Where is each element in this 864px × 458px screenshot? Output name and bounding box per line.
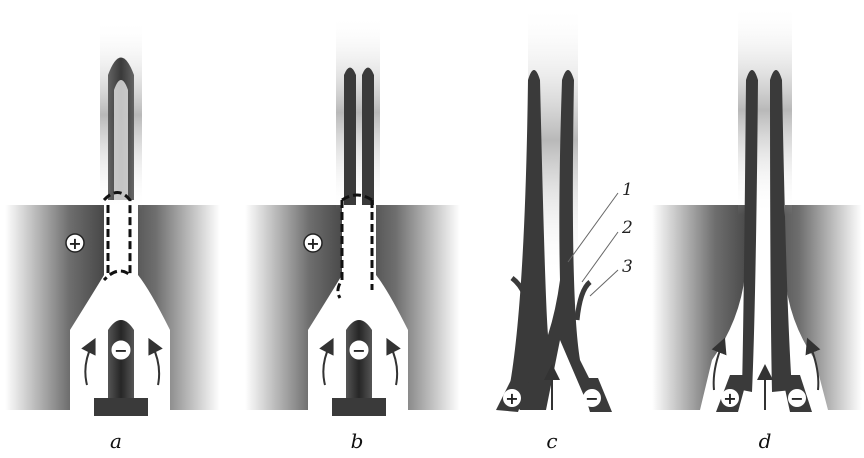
- panel-d: + − d: [652, 5, 862, 453]
- panel-c: + − 1 2 3 c: [496, 5, 633, 453]
- anode-sign: +: [68, 234, 81, 253]
- arc-channel: [362, 68, 374, 206]
- cathode-sign: −: [352, 341, 365, 360]
- callout-3: 3: [622, 257, 633, 277]
- electrode-sign-minus: −: [790, 389, 803, 408]
- panel-label-a: a: [110, 429, 122, 453]
- cathode-sign: −: [114, 341, 127, 360]
- arc-channel: [344, 68, 356, 206]
- electrode-sign-plus: +: [723, 389, 736, 408]
- electrode-sign-minus: −: [585, 389, 598, 408]
- arc-branch: [577, 282, 590, 320]
- panel-label-d: d: [759, 429, 772, 453]
- cathode: [346, 320, 372, 400]
- panel-a: + − a: [5, 20, 220, 453]
- cathode: [108, 320, 134, 400]
- callout-1: 1: [622, 180, 633, 200]
- panel-label-b: b: [351, 429, 364, 453]
- panel-b: + − b: [245, 15, 460, 453]
- anode-sign: +: [306, 234, 319, 253]
- panel-label-c: c: [546, 429, 557, 453]
- right-electrode: −: [580, 378, 612, 412]
- electrode-sign-plus: +: [505, 389, 518, 408]
- cathode-base: [332, 398, 386, 416]
- callout-2: 2: [621, 218, 633, 238]
- cathode-base: [94, 398, 148, 416]
